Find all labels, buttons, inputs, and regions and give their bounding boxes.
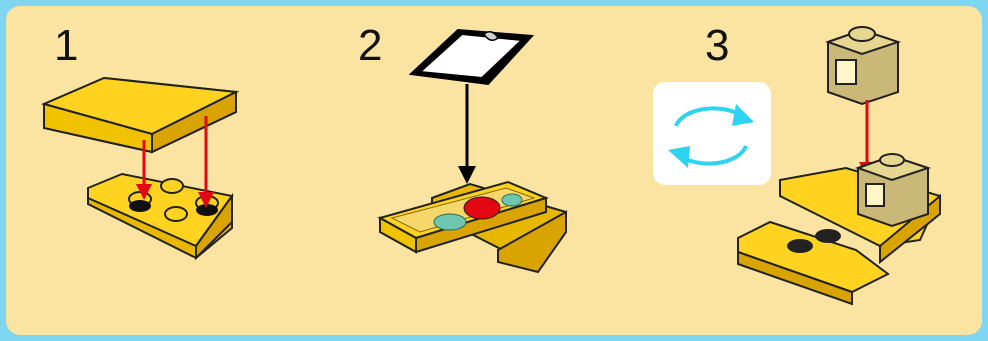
rotate-icon	[668, 104, 754, 168]
step-1-illustration	[44, 78, 236, 258]
sticker-icon	[411, 30, 532, 84]
step-3-illustration	[668, 27, 940, 304]
tan-bracket-brick	[828, 27, 898, 104]
wedge-plate-brick	[88, 174, 232, 258]
placement-arrow-black	[458, 84, 476, 184]
assembled-wedge-brick	[738, 154, 940, 304]
step-2-illustration	[380, 30, 566, 272]
